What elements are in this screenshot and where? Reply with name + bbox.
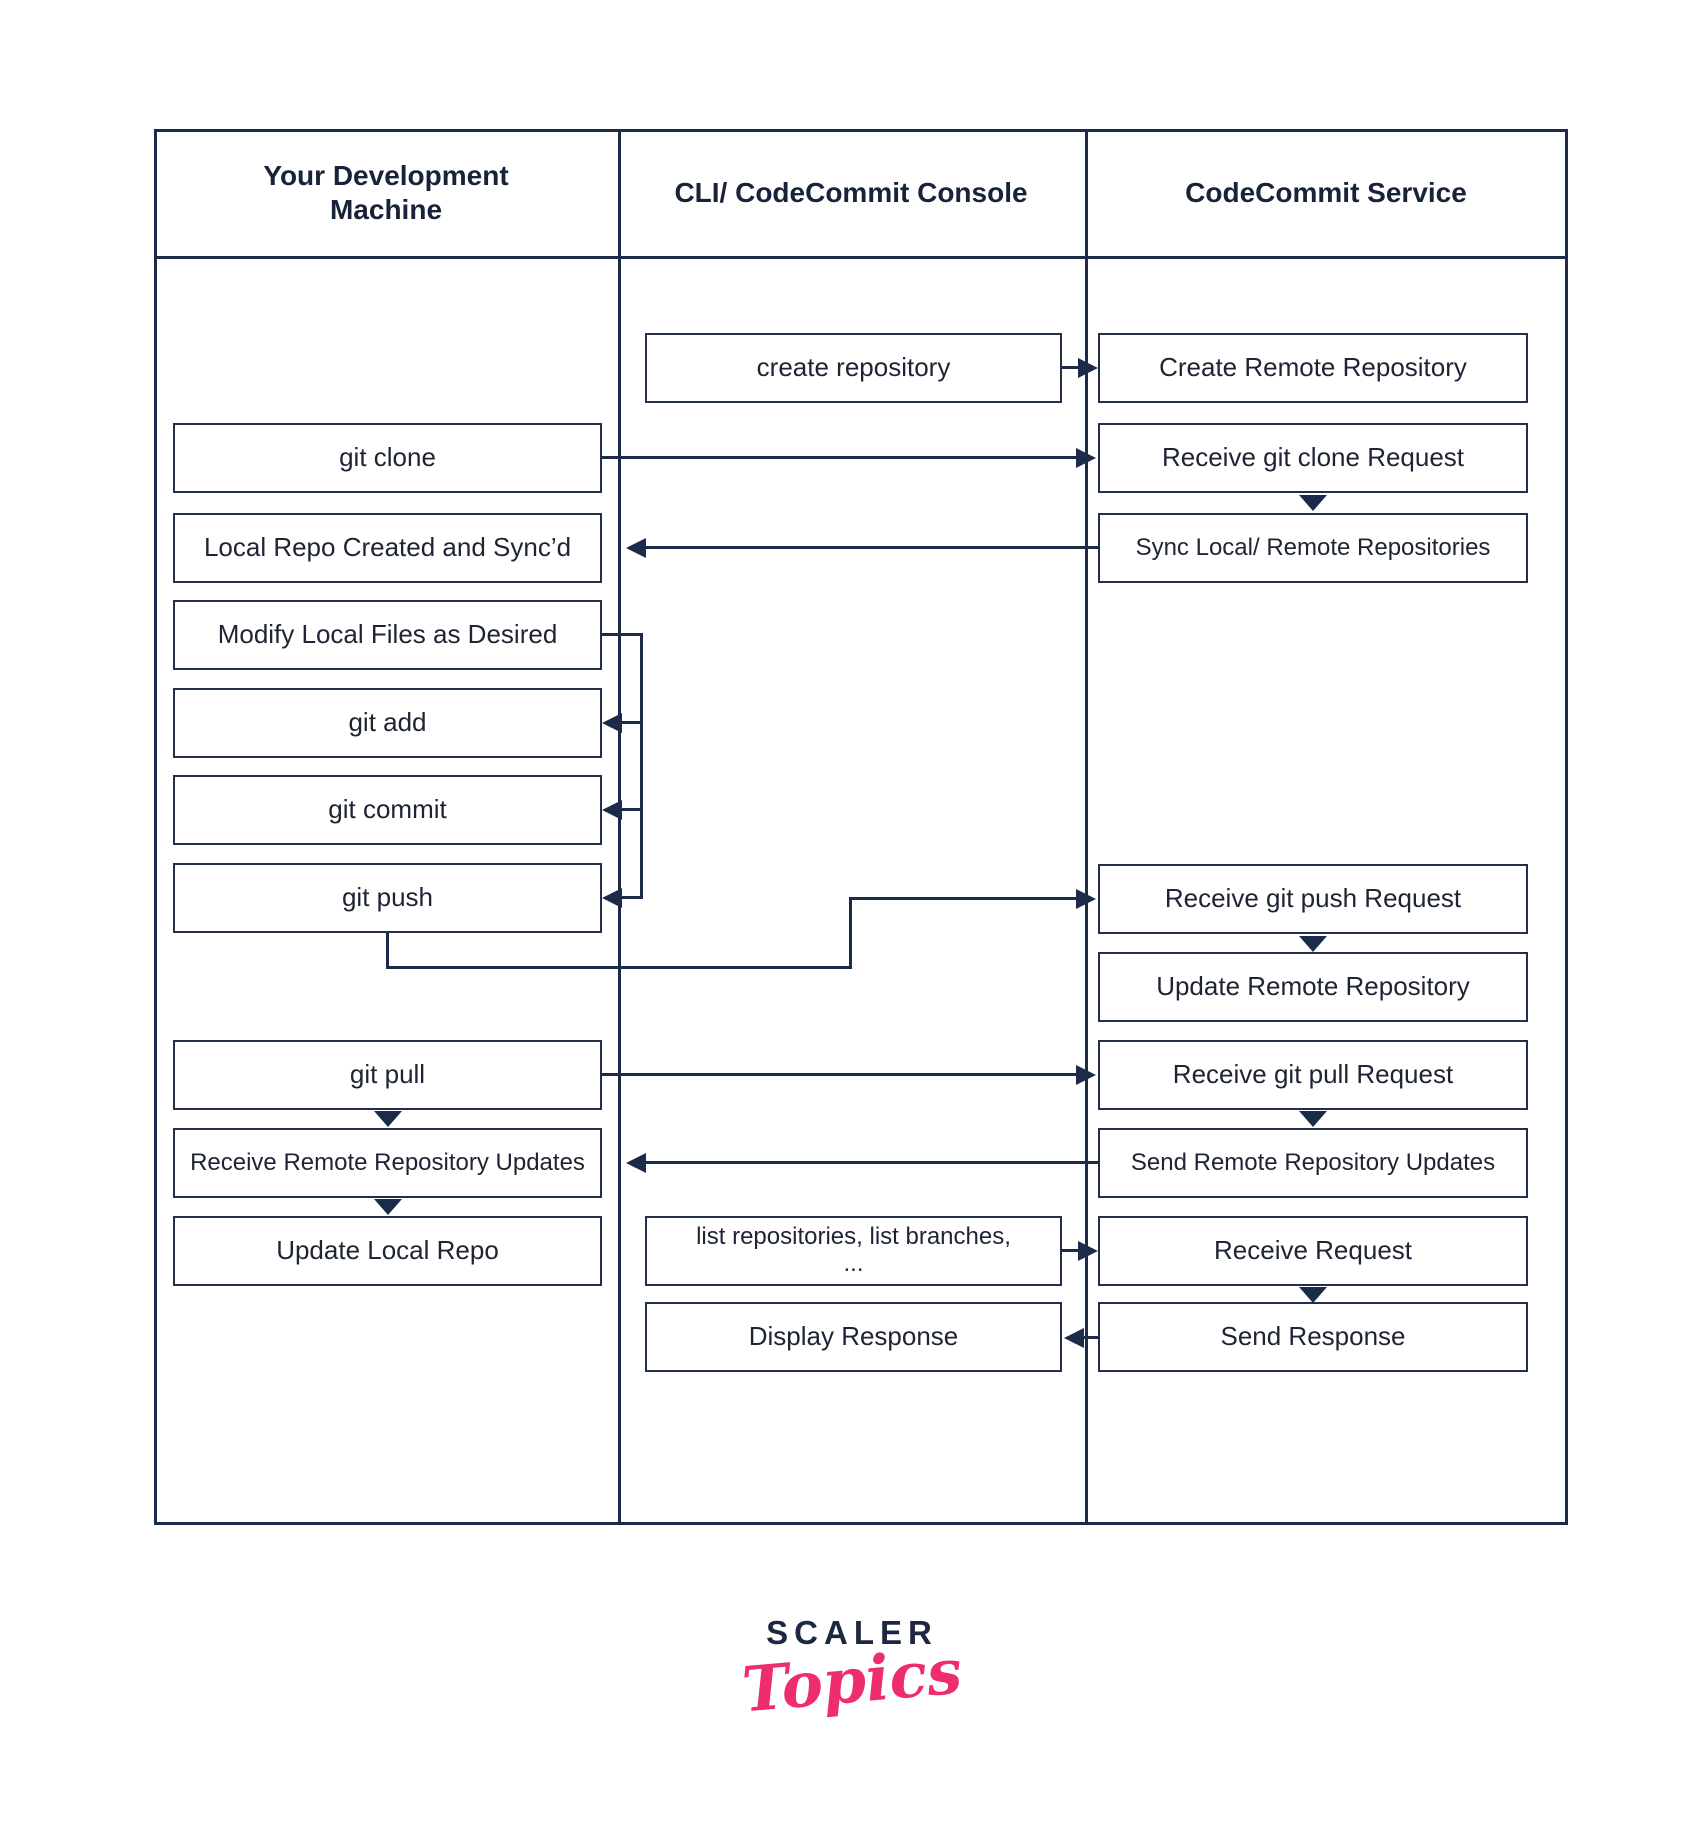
header-row-divider [154, 256, 1568, 259]
down-arrow-pullreq-to-send-icon [1299, 1111, 1327, 1127]
column-divider-2 [1085, 129, 1088, 1525]
box-list-repositories-branches: list repositories, list branches, ... [645, 1216, 1062, 1286]
arrow-list-commands-line [1062, 1249, 1082, 1252]
box-sync-local-remote-repositories: Sync Local/ Remote Repositories [1098, 513, 1528, 583]
connector-to-git-commit-line [622, 808, 642, 811]
column-header-cli-console: CLI/ CodeCommit Console [674, 177, 1028, 209]
box-modify-local-files: Modify Local Files as Desired [173, 600, 602, 670]
box-list-repositories-line1: list repositories, list branches, [696, 1223, 1011, 1251]
arrowhead-create-repository-icon [1078, 358, 1098, 378]
box-display-response: Display Response [645, 1302, 1062, 1372]
arrow-git-pull-line [602, 1073, 1078, 1076]
connector-git-push-upper-line [849, 897, 1078, 900]
box-list-repositories-line2: ... [843, 1250, 864, 1277]
column-header-dev-machine: Your Development Machine [263, 160, 509, 225]
arrowhead-git-pull-icon [1076, 1065, 1096, 1085]
box-create-repository: create repository [645, 333, 1062, 403]
box-update-remote-repository: Update Remote Repository [1098, 952, 1528, 1022]
scaler-logo-wordmark: SCALER [766, 1614, 938, 1651]
arrowhead-sync-to-local-repo-icon [626, 538, 646, 558]
down-arrow-clone-to-sync-icon [1299, 495, 1327, 511]
arrowhead-to-git-push-icon [602, 888, 622, 908]
connector-git-push-drop-line [386, 933, 389, 969]
box-receive-git-push-request: Receive git push Request [1098, 864, 1528, 934]
connector-modify-exit-line [602, 633, 643, 636]
connector-to-git-push-line [622, 896, 642, 899]
box-git-push: git push [173, 863, 602, 933]
box-receive-git-pull-request: Receive git pull Request [1098, 1040, 1528, 1110]
connector-git-push-riser-line [849, 897, 852, 969]
table-frame [154, 129, 1568, 1525]
box-send-response: Send Response [1098, 1302, 1528, 1372]
box-send-remote-repository-updates: Send Remote Repository Updates [1098, 1128, 1528, 1198]
box-git-commit: git commit [173, 775, 602, 845]
down-arrow-push-to-update-icon [1299, 936, 1327, 952]
box-git-clone: git clone [173, 423, 602, 493]
down-arrow-pull-to-receive-icon [374, 1111, 402, 1127]
box-receive-remote-repository-updates: Receive Remote Repository Updates [173, 1128, 602, 1198]
arrowhead-send-response-icon [1064, 1328, 1084, 1348]
down-arrow-request-to-response-icon [1299, 1287, 1327, 1303]
arrow-sync-to-local-repo-line [644, 546, 1098, 549]
arrowhead-to-git-commit-icon [602, 800, 622, 820]
box-create-remote-repository: Create Remote Repository [1098, 333, 1528, 403]
box-update-local-repo: Update Local Repo [173, 1216, 602, 1286]
column-divider-1 [618, 129, 621, 1525]
connector-git-push-lower-line [386, 966, 852, 969]
connector-bracket-vertical-line [640, 633, 643, 899]
arrow-send-updates-line [644, 1161, 1098, 1164]
box-git-add: git add [173, 688, 602, 758]
box-receive-request: Receive Request [1098, 1216, 1528, 1286]
box-receive-git-clone-request: Receive git clone Request [1098, 423, 1528, 493]
arrowhead-to-git-add-icon [602, 713, 622, 733]
arrowhead-send-updates-icon [626, 1153, 646, 1173]
column-header-codecommit-service: CodeCommit Service [1185, 177, 1467, 209]
arrow-git-clone-line [602, 456, 1078, 459]
down-arrow-receive-to-update-icon [374, 1199, 402, 1215]
arrow-create-repository-line [1062, 366, 1082, 369]
connector-to-git-add-line [622, 721, 642, 724]
arrowhead-git-clone-icon [1076, 448, 1096, 468]
arrow-send-response-line [1082, 1336, 1098, 1339]
arrowhead-git-push-request-icon [1076, 889, 1096, 909]
arrowhead-list-commands-icon [1078, 1241, 1098, 1261]
box-git-pull: git pull [173, 1040, 602, 1110]
box-local-repo-synced: Local Repo Created and Sync’d [173, 513, 602, 583]
